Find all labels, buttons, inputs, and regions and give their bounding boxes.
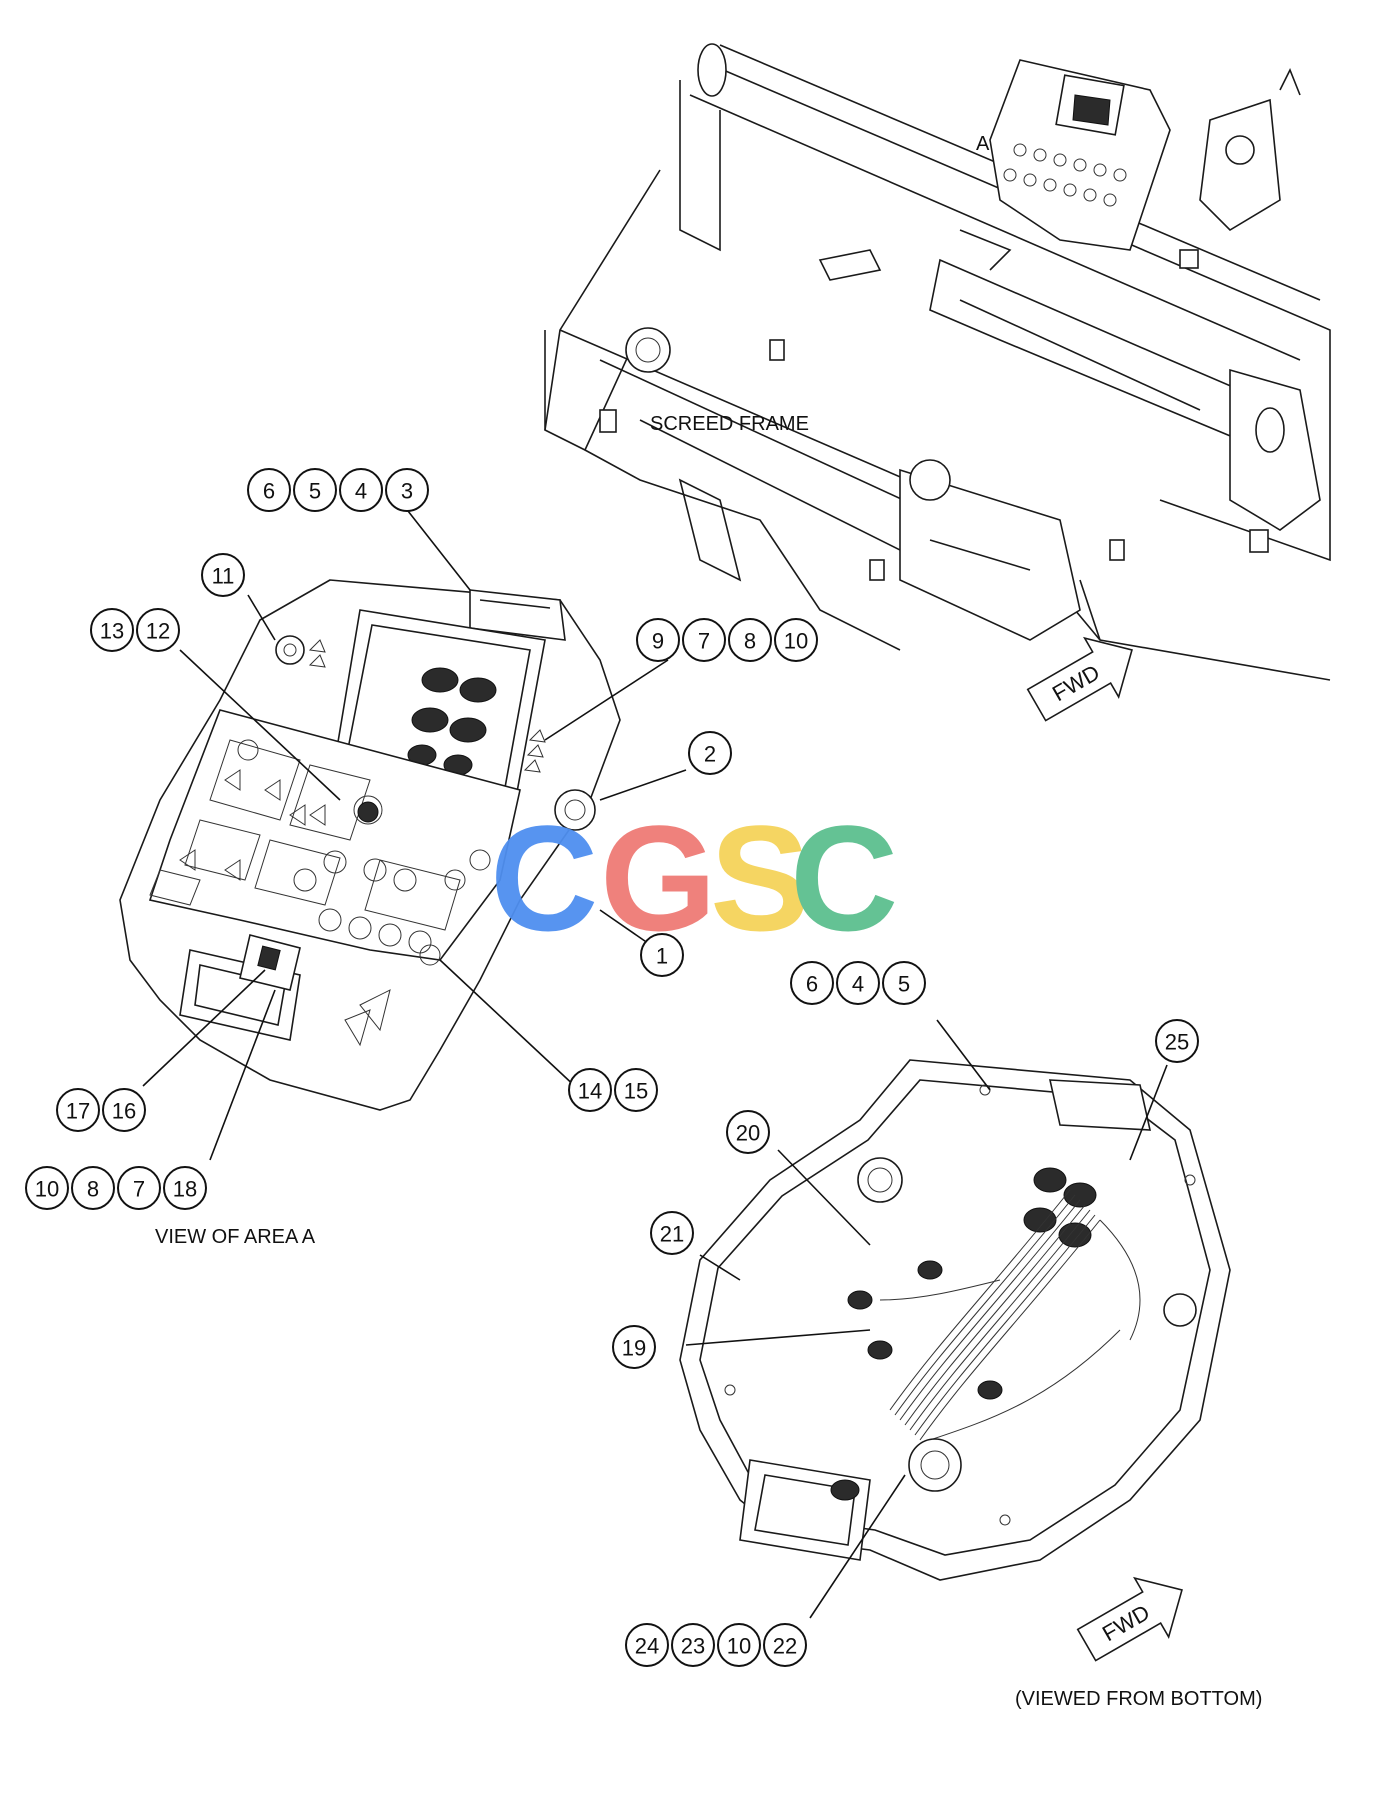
callout-circle	[614, 1068, 658, 1112]
callout-circle	[102, 1088, 146, 1132]
callout-circle	[163, 1166, 207, 1210]
callout-circle	[882, 961, 926, 1005]
control-panel-top-view	[119, 579, 621, 1111]
callout-circle	[688, 731, 732, 775]
callout-group-11: 11	[201, 553, 245, 597]
watermark-letter-c2: C	[790, 794, 898, 962]
callout-number: 10	[727, 1634, 751, 1659]
callout-number: 24	[635, 1634, 659, 1659]
callout-group-97810: 9 7 8 10	[636, 618, 818, 662]
callout-number: 5	[309, 479, 321, 504]
callout-group-1415: 14 15	[568, 1068, 658, 1112]
callout-number: 4	[852, 972, 864, 997]
leader-lines	[142, 510, 1168, 1619]
callout-number: 16	[112, 1099, 136, 1124]
callout-circle	[636, 618, 680, 662]
screed-frame-drawing: A SCREED FRAME	[544, 43, 1331, 681]
callout-number: 7	[133, 1177, 145, 1202]
callout-group-20: 20	[726, 1110, 770, 1154]
fwd-arrow-top: FWD	[1026, 636, 1133, 722]
callout-circle	[625, 1623, 669, 1667]
area-marker: A	[976, 133, 990, 155]
callout-circle	[56, 1088, 100, 1132]
callout-circle	[728, 618, 772, 662]
callout-circle	[671, 1623, 715, 1667]
watermark-letter-c1: C	[490, 794, 598, 962]
callout-number: 18	[173, 1177, 197, 1202]
callout-number: 6	[806, 972, 818, 997]
callout-circle	[201, 553, 245, 597]
callout-group-2: 2	[688, 731, 732, 775]
callout-group-24231022: 24 23 10 22	[625, 1623, 807, 1667]
callout-group-3456: 6 5 4 3	[247, 468, 429, 512]
callout-number: 20	[736, 1121, 760, 1146]
callout-group-25: 25	[1155, 1019, 1199, 1063]
callout-circle	[682, 618, 726, 662]
callout-circle	[568, 1068, 612, 1112]
callout-number: 11	[212, 564, 235, 589]
callout-number: 23	[681, 1634, 705, 1659]
callout-circle	[339, 468, 383, 512]
callout-number: 8	[744, 629, 756, 654]
callout-circle	[385, 468, 429, 512]
fwd-arrow-bottom: FWD	[1076, 1576, 1183, 1662]
callout-number: 22	[773, 1634, 797, 1659]
callout-group-19: 19	[612, 1325, 656, 1369]
callout-group-1312: 13 12	[90, 608, 180, 652]
callout-circle	[640, 933, 684, 977]
callout-circle	[763, 1623, 807, 1667]
callout-circle	[612, 1325, 656, 1369]
watermark-letter-s: S	[710, 794, 810, 962]
screed-frame-label: SCREED FRAME	[650, 413, 809, 435]
callout-circle	[25, 1166, 69, 1210]
watermark-logo: C G S C	[490, 794, 898, 962]
callout-number: 12	[146, 619, 170, 644]
callout-number: 25	[1165, 1030, 1189, 1055]
callout-number: 2	[704, 742, 716, 767]
view-of-area-label: VIEW OF AREA A	[155, 1226, 316, 1248]
callout-number: 3	[401, 479, 413, 504]
callout-group-645: 6 4 5	[790, 961, 926, 1005]
callout-circle	[247, 468, 291, 512]
callout-number: 6	[263, 479, 275, 504]
callout-circle	[1155, 1019, 1199, 1063]
callout-circle	[790, 961, 834, 1005]
callout-circle	[717, 1623, 761, 1667]
callout-circle	[774, 618, 818, 662]
callout-number: 10	[784, 629, 808, 654]
callout-number: 9	[652, 629, 664, 654]
callout-number: 21	[660, 1222, 684, 1247]
callout-group-21: 21	[650, 1211, 694, 1255]
callout-circle	[136, 608, 180, 652]
callout-circle	[71, 1166, 115, 1210]
callout-circle	[650, 1211, 694, 1255]
callout-number: 8	[87, 1177, 99, 1202]
callout-number: 15	[624, 1079, 648, 1104]
callout-number: 4	[355, 479, 367, 504]
callout-number: 19	[622, 1336, 646, 1361]
callout-group-108718: 10 8 7 18	[25, 1166, 207, 1210]
callout-number: 14	[578, 1079, 602, 1104]
callout-circle	[836, 961, 880, 1005]
callout-number: 5	[898, 972, 910, 997]
callout-number: 10	[35, 1177, 59, 1202]
callout-number: 7	[698, 629, 710, 654]
viewed-from-bottom-label: (VIEWED FROM BOTTOM)	[1015, 1688, 1262, 1710]
callout-number: 1	[656, 944, 668, 969]
callout-circle	[117, 1166, 161, 1210]
callout-number: 13	[100, 619, 124, 644]
callout-number: 17	[66, 1099, 90, 1124]
callout-circle	[293, 468, 337, 512]
callout-group-1: 1	[640, 933, 684, 977]
callout-circle	[90, 608, 134, 652]
callout-circle	[726, 1110, 770, 1154]
